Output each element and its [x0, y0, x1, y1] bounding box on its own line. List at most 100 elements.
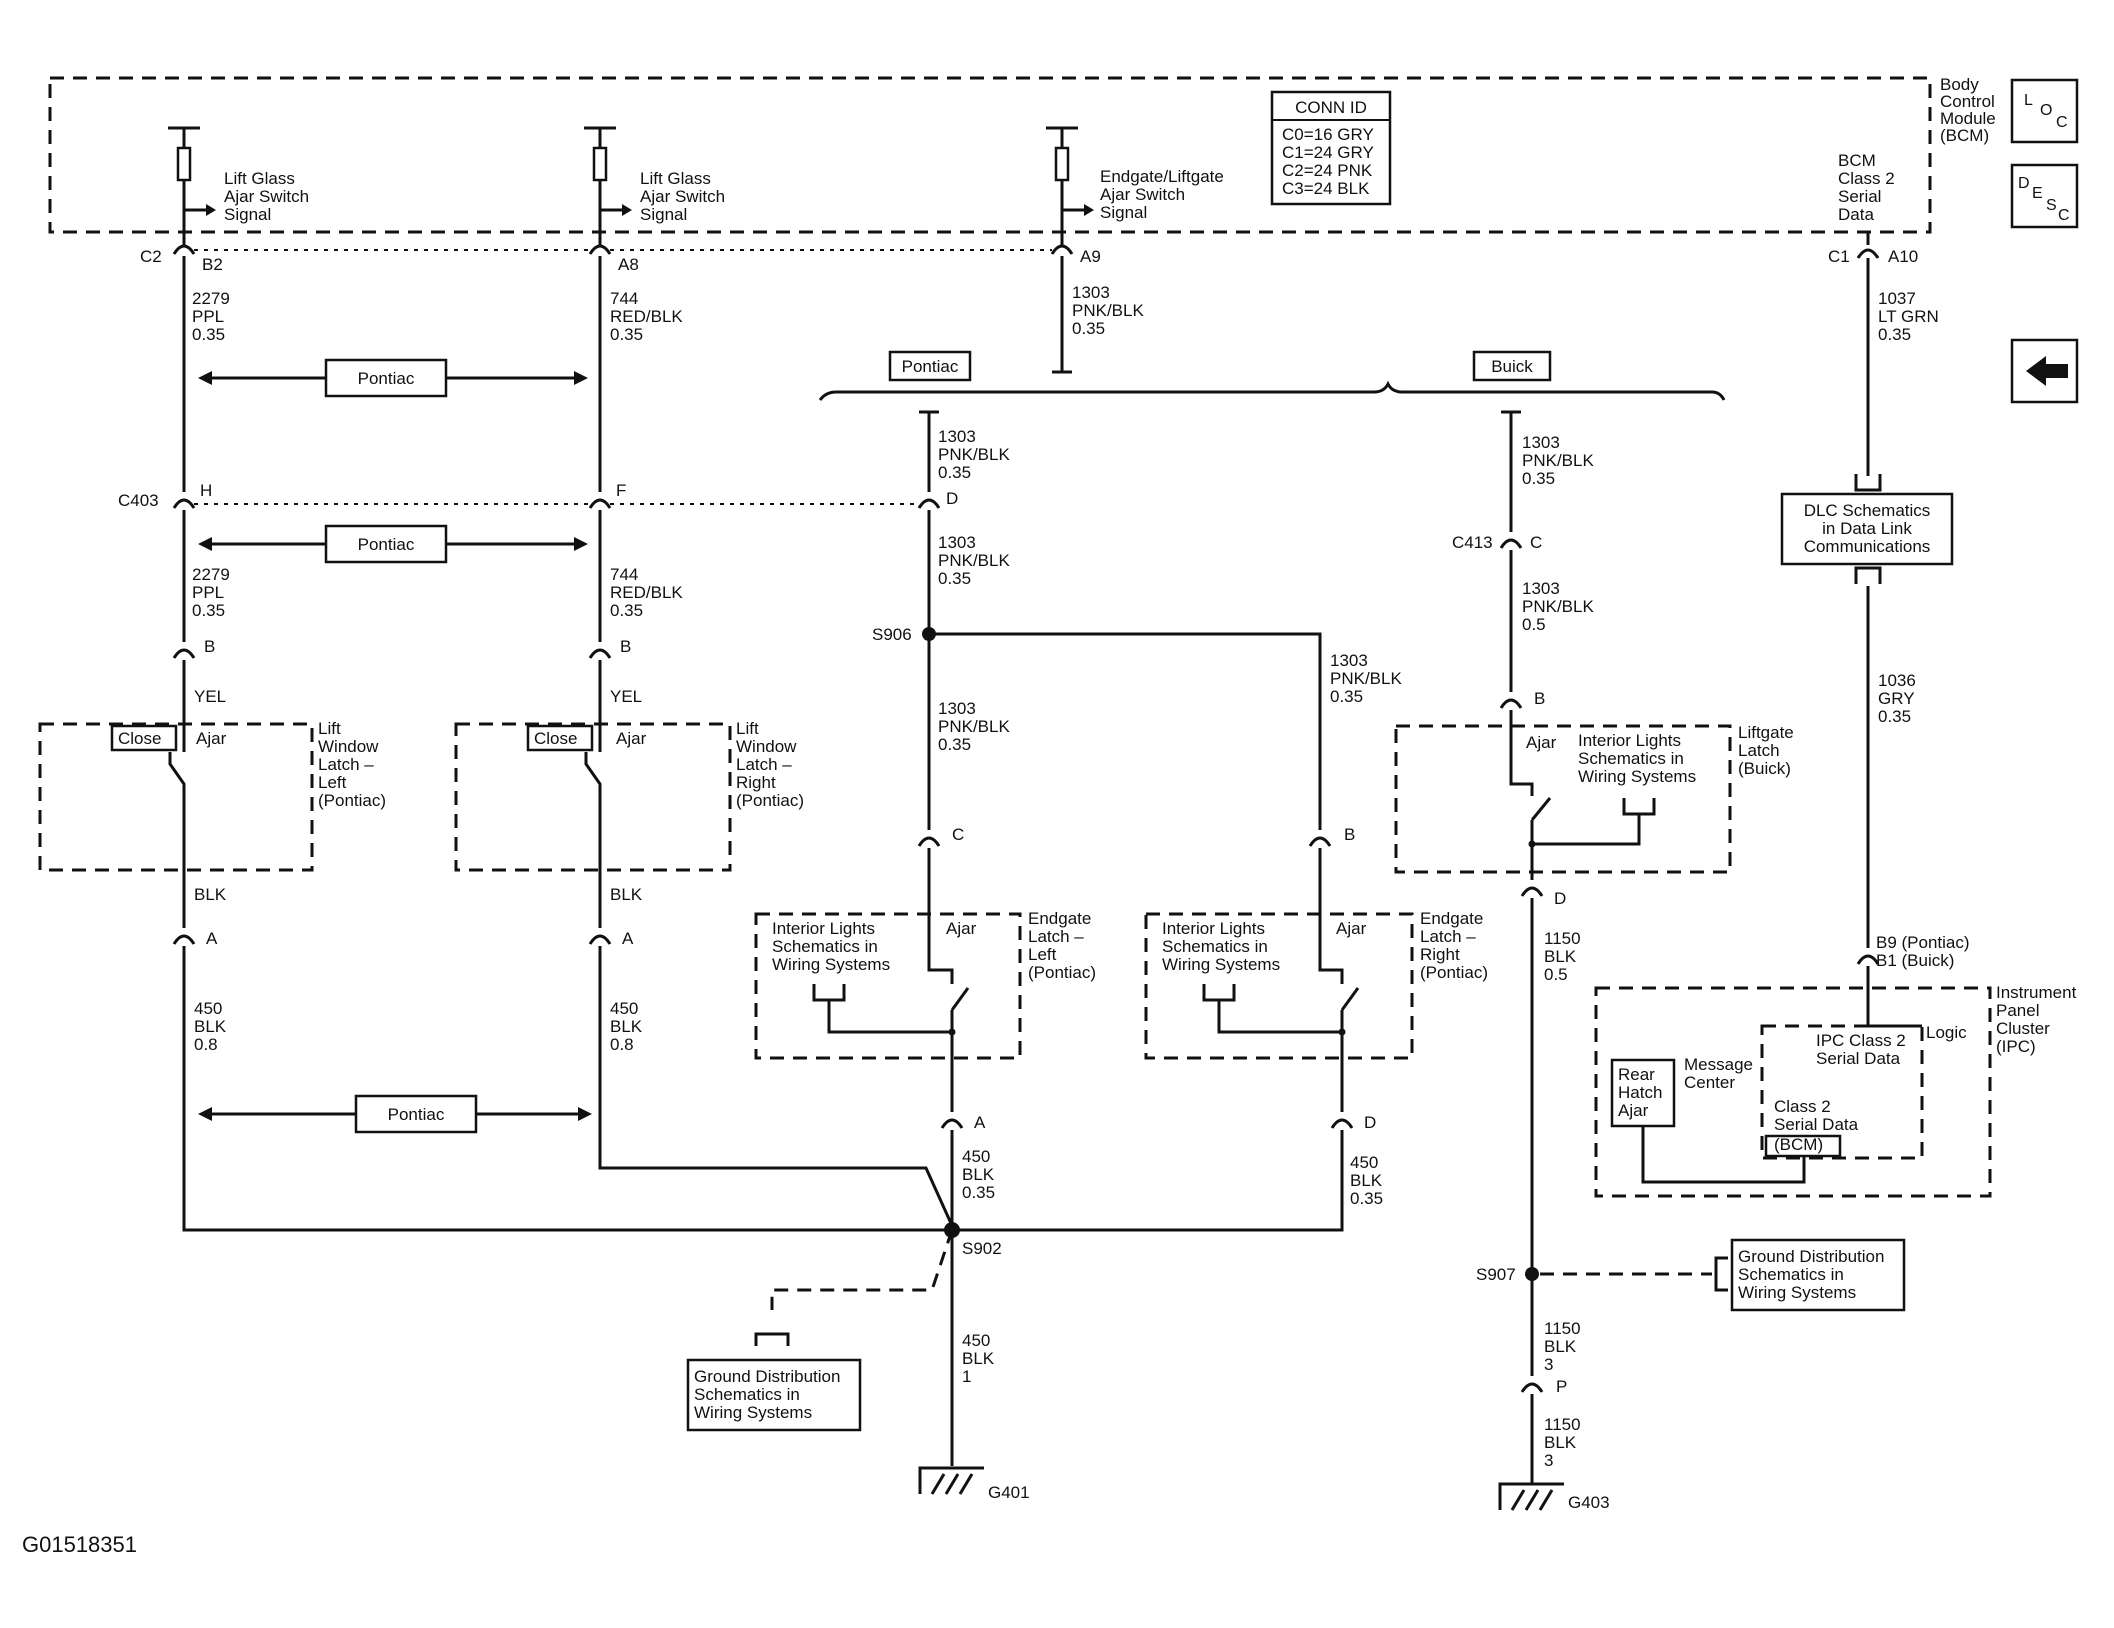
svg-text:PNK/BLK: PNK/BLK — [938, 551, 1010, 570]
svg-text:PPL: PPL — [192, 583, 224, 602]
svg-text:(Pontiac): (Pontiac) — [318, 791, 386, 810]
arrow-left-icon[interactable] — [2010, 338, 2079, 404]
signal-label: Lift Glass — [224, 169, 295, 188]
svg-text:Class 2: Class 2 — [1774, 1097, 1831, 1116]
pin-label: F — [616, 481, 626, 500]
svg-text:0.35: 0.35 — [1878, 325, 1911, 344]
bcm-input-right: Endgate/Liftgate Ajar Switch Signal — [1046, 126, 1224, 245]
svg-text:744: 744 — [610, 565, 638, 584]
svg-text:Schematics in: Schematics in — [1738, 1265, 1844, 1284]
svg-text:Latch –: Latch – — [1028, 927, 1084, 946]
bcm-title-line: Body — [1940, 75, 1979, 94]
connector-label: C413 — [1452, 533, 1493, 552]
signal-label: Signal — [640, 205, 687, 224]
serial-label: Class 2 — [1838, 169, 1895, 188]
svg-text:3: 3 — [1544, 1451, 1553, 1470]
svg-text:0.35: 0.35 — [192, 325, 225, 344]
svg-text:A: A — [622, 929, 634, 948]
pin-label: C — [1530, 533, 1542, 552]
conn-id-entry: C3=24 BLK — [1282, 179, 1370, 198]
switch-label: Ajar — [1526, 733, 1557, 752]
wire-label: 450 BLK 1 — [962, 1331, 995, 1386]
svg-text:PNK/BLK: PNK/BLK — [938, 445, 1010, 464]
pin-label: A10 — [1888, 247, 1918, 266]
wire-labels-top: 2279 PPL 0.35 744 RED/BLK 0.35 1303 PNK/… — [192, 283, 1939, 344]
svg-text:1036: 1036 — [1878, 671, 1916, 690]
svg-text:Interior Lights: Interior Lights — [772, 919, 875, 938]
svg-text:0.35: 0.35 — [938, 463, 971, 482]
liftgate-latch[interactable]: Ajar Interior Lights Schematics in Wirin… — [1394, 710, 1794, 880]
conn-id-entry: C1=24 GRY — [1282, 143, 1374, 162]
svg-text:1303: 1303 — [1522, 433, 1560, 452]
endgate-latch-right[interactable]: Interior Lights Schematics in Wiring Sys… — [1144, 848, 1488, 1112]
bcm-input-left: Lift Glass Ajar Switch Signal — [168, 126, 309, 245]
wire-label: 1150 BLK 3 — [1544, 1415, 1581, 1470]
svg-text:Ground Distribution: Ground Distribution — [694, 1367, 840, 1386]
switch-label: Close — [118, 729, 161, 748]
svg-text:0.35: 0.35 — [1330, 687, 1363, 706]
svg-text:1303: 1303 — [938, 427, 976, 446]
svg-text:BLK: BLK — [610, 1017, 643, 1036]
svg-text:Wiring Systems: Wiring Systems — [694, 1403, 812, 1422]
dlc-label: Communications — [1804, 537, 1931, 556]
svg-text:B: B — [204, 637, 215, 656]
option-label: Buick — [1491, 357, 1533, 376]
connector-d-liftgate: D — [1520, 886, 1566, 908]
svg-text:Window: Window — [318, 737, 379, 756]
svg-text:Rear: Rear — [1618, 1065, 1655, 1084]
figure-id: G01518351 — [22, 1532, 137, 1557]
connector-c-endgate-left: C — [917, 825, 964, 847]
wire-label: 1036 GRY 0.35 — [1878, 671, 1916, 726]
svg-text:0.5: 0.5 — [1544, 965, 1568, 984]
connector-a-endgate-left: A — [940, 1113, 986, 1132]
signal-label: Ajar Switch — [1100, 185, 1185, 204]
svg-text:D: D — [2018, 175, 2030, 192]
svg-text:1150: 1150 — [1544, 1415, 1581, 1434]
option-label: Pontiac — [358, 535, 415, 554]
ground-g401: G401 — [918, 1466, 1030, 1502]
svg-text:PNK/BLK: PNK/BLK — [1522, 597, 1594, 616]
svg-text:O: O — [2040, 102, 2052, 119]
svg-text:Left: Left — [1028, 945, 1057, 964]
wire-label: 450 BLK 0.8 450 BLK 0.8 — [194, 999, 643, 1054]
ground-distribution-left[interactable]: Ground Distribution Schematics in Wiring… — [686, 1358, 862, 1432]
loc-icon[interactable]: LOC — [2010, 78, 2079, 144]
switch-label: Close — [534, 729, 577, 748]
svg-text:Ajar: Ajar — [1618, 1101, 1649, 1120]
signal-label: Endgate/Liftgate — [1100, 167, 1224, 186]
dlc-box[interactable]: DLC Schematics in Data Link Communicatio… — [1780, 474, 1954, 584]
svg-text:0.8: 0.8 — [610, 1035, 634, 1054]
svg-text:0.35: 0.35 — [192, 601, 225, 620]
svg-text:Wiring Systems: Wiring Systems — [1162, 955, 1280, 974]
endgate-latch-left[interactable]: Interior Lights Schematics in Wiring Sys… — [754, 848, 1096, 1112]
instrument-panel-cluster[interactable]: Instrument Panel Cluster (IPC) Logic IPC… — [1594, 966, 2077, 1198]
svg-text:(Pontiac): (Pontiac) — [1028, 963, 1096, 982]
wire-label: 1303 PNK/BLK 0.35 1303 PNK/BLK 0.35 — [938, 651, 1402, 754]
svg-text:1: 1 — [962, 1367, 971, 1386]
svg-text:1150: 1150 — [1544, 1319, 1581, 1338]
svg-text:(IPC): (IPC) — [1996, 1037, 2036, 1056]
svg-text:2279: 2279 — [192, 289, 230, 308]
conn-id-box: CONN ID C0=16 GRY C1=24 GRY C2=24 PNK C3… — [1270, 90, 1392, 206]
splice-label: S906 — [872, 625, 912, 644]
svg-text:P: P — [1556, 1377, 1567, 1396]
svg-text:PNK/BLK: PNK/BLK — [1522, 451, 1594, 470]
svg-text:C: C — [2058, 207, 2070, 224]
svg-text:PNK/BLK: PNK/BLK — [1330, 669, 1402, 688]
bcm-title-line: (BCM) — [1940, 126, 1989, 145]
svg-text:1150: 1150 — [1544, 929, 1581, 948]
svg-text:BLK: BLK — [962, 1349, 995, 1368]
svg-text:Latch –: Latch – — [736, 755, 792, 774]
conn-id-entry: C0=16 GRY — [1282, 125, 1374, 144]
svg-text:0.35: 0.35 — [938, 569, 971, 588]
bcm-input-mid: Lift Glass Ajar Switch Signal — [584, 126, 725, 245]
ground-distribution-right[interactable]: Ground Distribution Schematics in Wiring… — [1730, 1238, 1906, 1312]
svg-text:PPL: PPL — [192, 307, 224, 326]
connector-b-mid: B — [588, 637, 631, 659]
lift-window-latch-right[interactable]: Close Ajar Lift Window Latch – Right (Po… — [454, 719, 804, 880]
splice-s906: S906 — [872, 625, 936, 644]
svg-text:0.8: 0.8 — [194, 1035, 218, 1054]
lift-window-latch-left[interactable]: Close Ajar Lift Window Latch – Left (Pon… — [38, 719, 386, 880]
